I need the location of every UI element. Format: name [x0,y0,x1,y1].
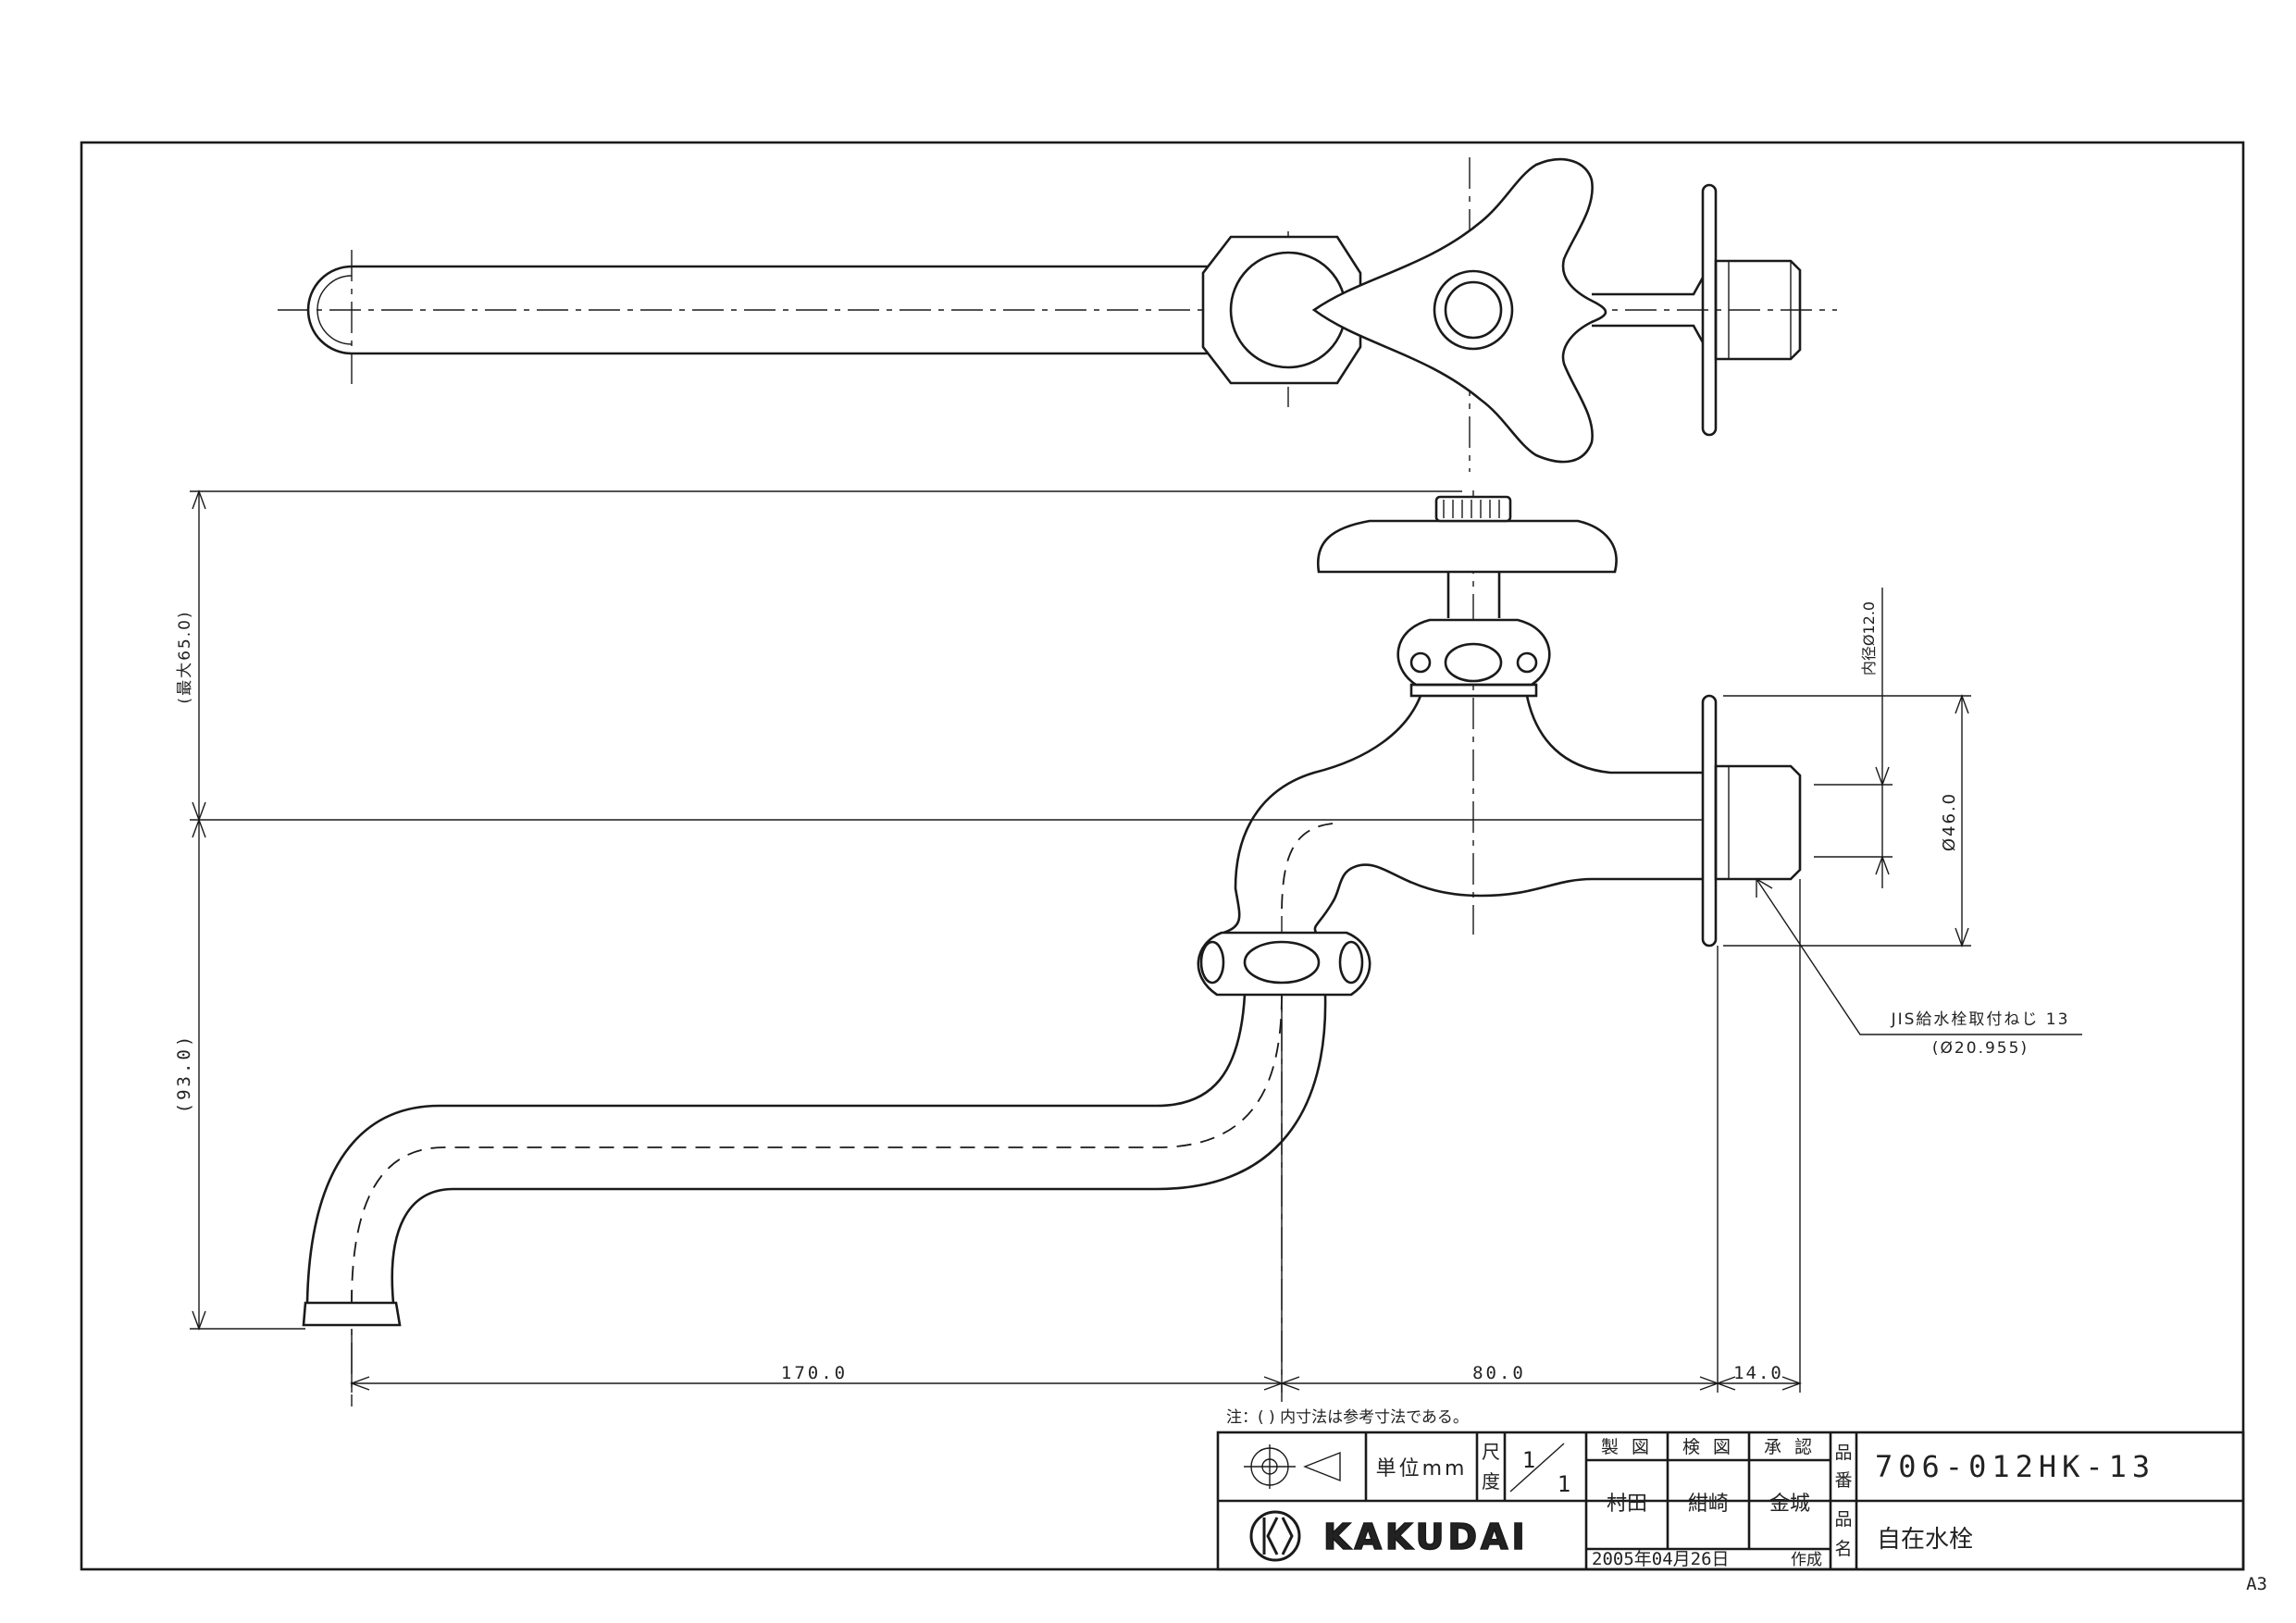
role-drafted: 製 図 [1601,1437,1653,1457]
name-drafted: 村田 [1607,1493,1647,1516]
role-checked: 検 図 [1682,1437,1734,1457]
scale-numerator: 1 [1522,1447,1535,1473]
part-no-label-2: 番 [1834,1470,1852,1491]
dim-outer-diameter: Ø46.0 [1940,792,1959,851]
dim-inner-diameter: 内径Ø12.0 [1860,601,1878,675]
part-number: 706-012HK-13 [1875,1449,2155,1484]
kakudai-logo: KAKUDAI [1249,1510,1529,1562]
part-name-label-1: 品 [1834,1509,1852,1530]
dim-14: 14.0 [1733,1363,1783,1383]
scale-denominator: 1 [1558,1471,1570,1497]
reference-note: 注：( ) 内寸法は参考寸法である。 [1226,1408,1469,1427]
dimension-lines [190,489,2082,1393]
dim-170: 170.0 [781,1363,848,1383]
creation-suffix: 作成 [1791,1551,1822,1569]
dim-max65: (最大65.0) [176,610,194,703]
brand-name: KAKUDAI [1323,1517,1529,1557]
part-no-label-1: 品 [1834,1443,1852,1463]
dim-80: 80.0 [1472,1363,1526,1383]
title-block [1216,1431,2245,1571]
creation-date: 2005年04月26日 [1592,1549,1730,1569]
scale-label-2: 度 [1482,1470,1500,1493]
callout-thread-spec: JIS給水栓取付ねじ 13 [1891,1010,2070,1029]
callout-thread-diameter: (Ø20.955) [1932,1039,2029,1058]
top-view [278,157,1837,472]
unit-label: 単位mm [1376,1457,1468,1481]
name-approved: 金城 [1769,1493,1810,1516]
dim-93: (93.0) [174,1034,194,1114]
part-name: 自在水栓 [1877,1526,1973,1554]
drawing-border [80,141,2245,1571]
scale-label-1: 尺 [1482,1441,1500,1463]
name-checked: 紺崎 [1688,1493,1729,1516]
role-approved: 承 認 [1764,1437,1816,1457]
sheet-size: A3 [2246,1574,2267,1594]
part-name-label-2: 名 [1834,1539,1852,1559]
front-view [302,490,1802,1406]
